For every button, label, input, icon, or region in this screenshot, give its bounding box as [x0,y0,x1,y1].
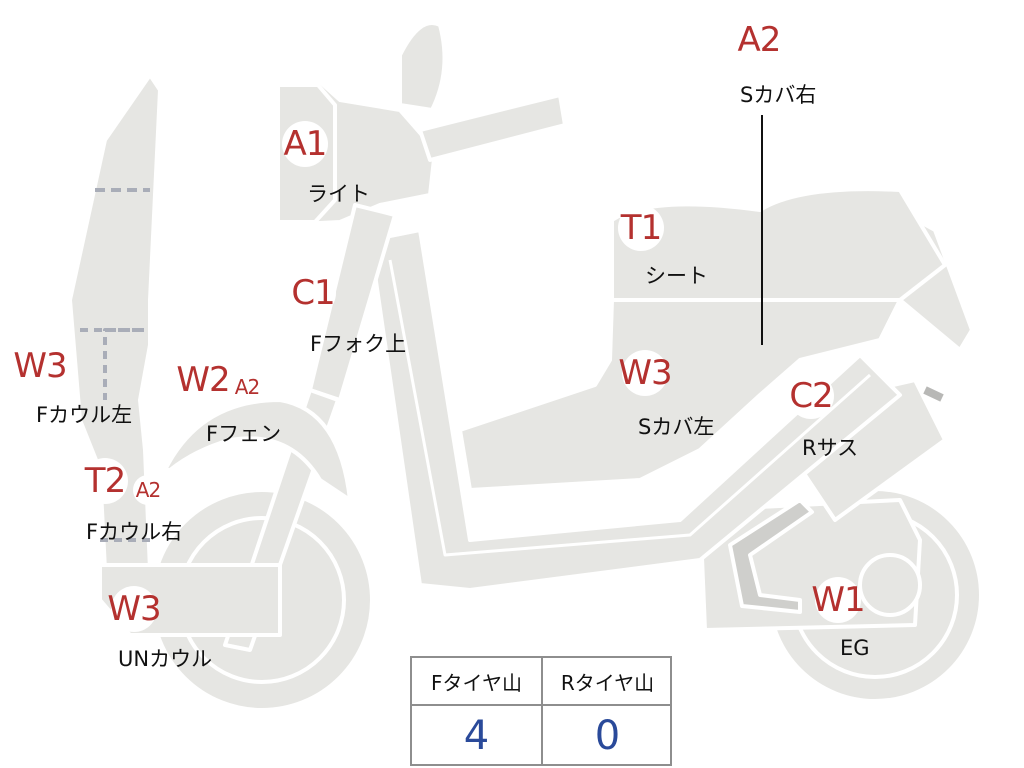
code-badge-fork-upper: C1 [290,270,336,316]
code-badge-front-cowl-right: T2 [82,458,128,504]
code-badge-rear-suspension: C2 [788,373,834,419]
code-badge-cover-right: A2 [736,17,782,63]
value-front-tire: 4 [463,713,490,759]
front-fender-shape [163,398,352,502]
label-front-cowl-right: Fカウル右 [86,520,183,544]
code-badge-engine: W1 [811,577,866,623]
label-engine: EG [840,636,870,660]
header-rear-tire: Rタイヤ山 [560,670,655,695]
value-rear-tire: 0 [594,713,621,759]
handlebar [418,93,567,162]
code-badge-front-fender: W2 [176,357,231,403]
mirror [398,21,447,112]
code-badge-front-cowl-right-2: A2 [133,475,163,505]
label-rear-suspension: Rサス [802,436,859,460]
tire-tread-table: Fタイヤ山 Rタイヤ山 4 0 [410,656,672,766]
engine-hub [858,553,922,617]
label-under-cowl: UNカウル [118,647,213,671]
label-seat: シート [645,264,708,288]
header-front-tire: Fタイヤ山 [431,670,522,695]
front-cowl-shape [68,73,162,572]
floor-frame [368,228,902,592]
label-front-cowl-left: Fカウル左 [36,403,133,427]
code-badge-cover-left: W3 [618,350,673,396]
table-divider-vertical [541,658,543,764]
label-fork-upper: Fフォク上 [310,332,407,356]
code-badge-under-cowl: W3 [107,586,162,632]
code-badge-light: A1 [282,121,328,167]
label-front-fender: Fフェン [206,422,282,446]
front-cowl-mid [80,328,147,400]
label-cover-left: Sカバ左 [638,415,715,439]
code-badge-front-fender-2: A2 [232,372,262,402]
label-light: ライト [307,182,370,206]
rear-shock-rod [923,386,944,402]
floor-inner-line [388,259,871,557]
code-badge-seat: T1 [618,205,664,251]
label-cover-right: Sカバ右 [740,83,817,107]
exhaust [728,498,814,614]
side-cover [458,298,902,492]
code-badge-front-cowl-left: W3 [13,343,68,389]
